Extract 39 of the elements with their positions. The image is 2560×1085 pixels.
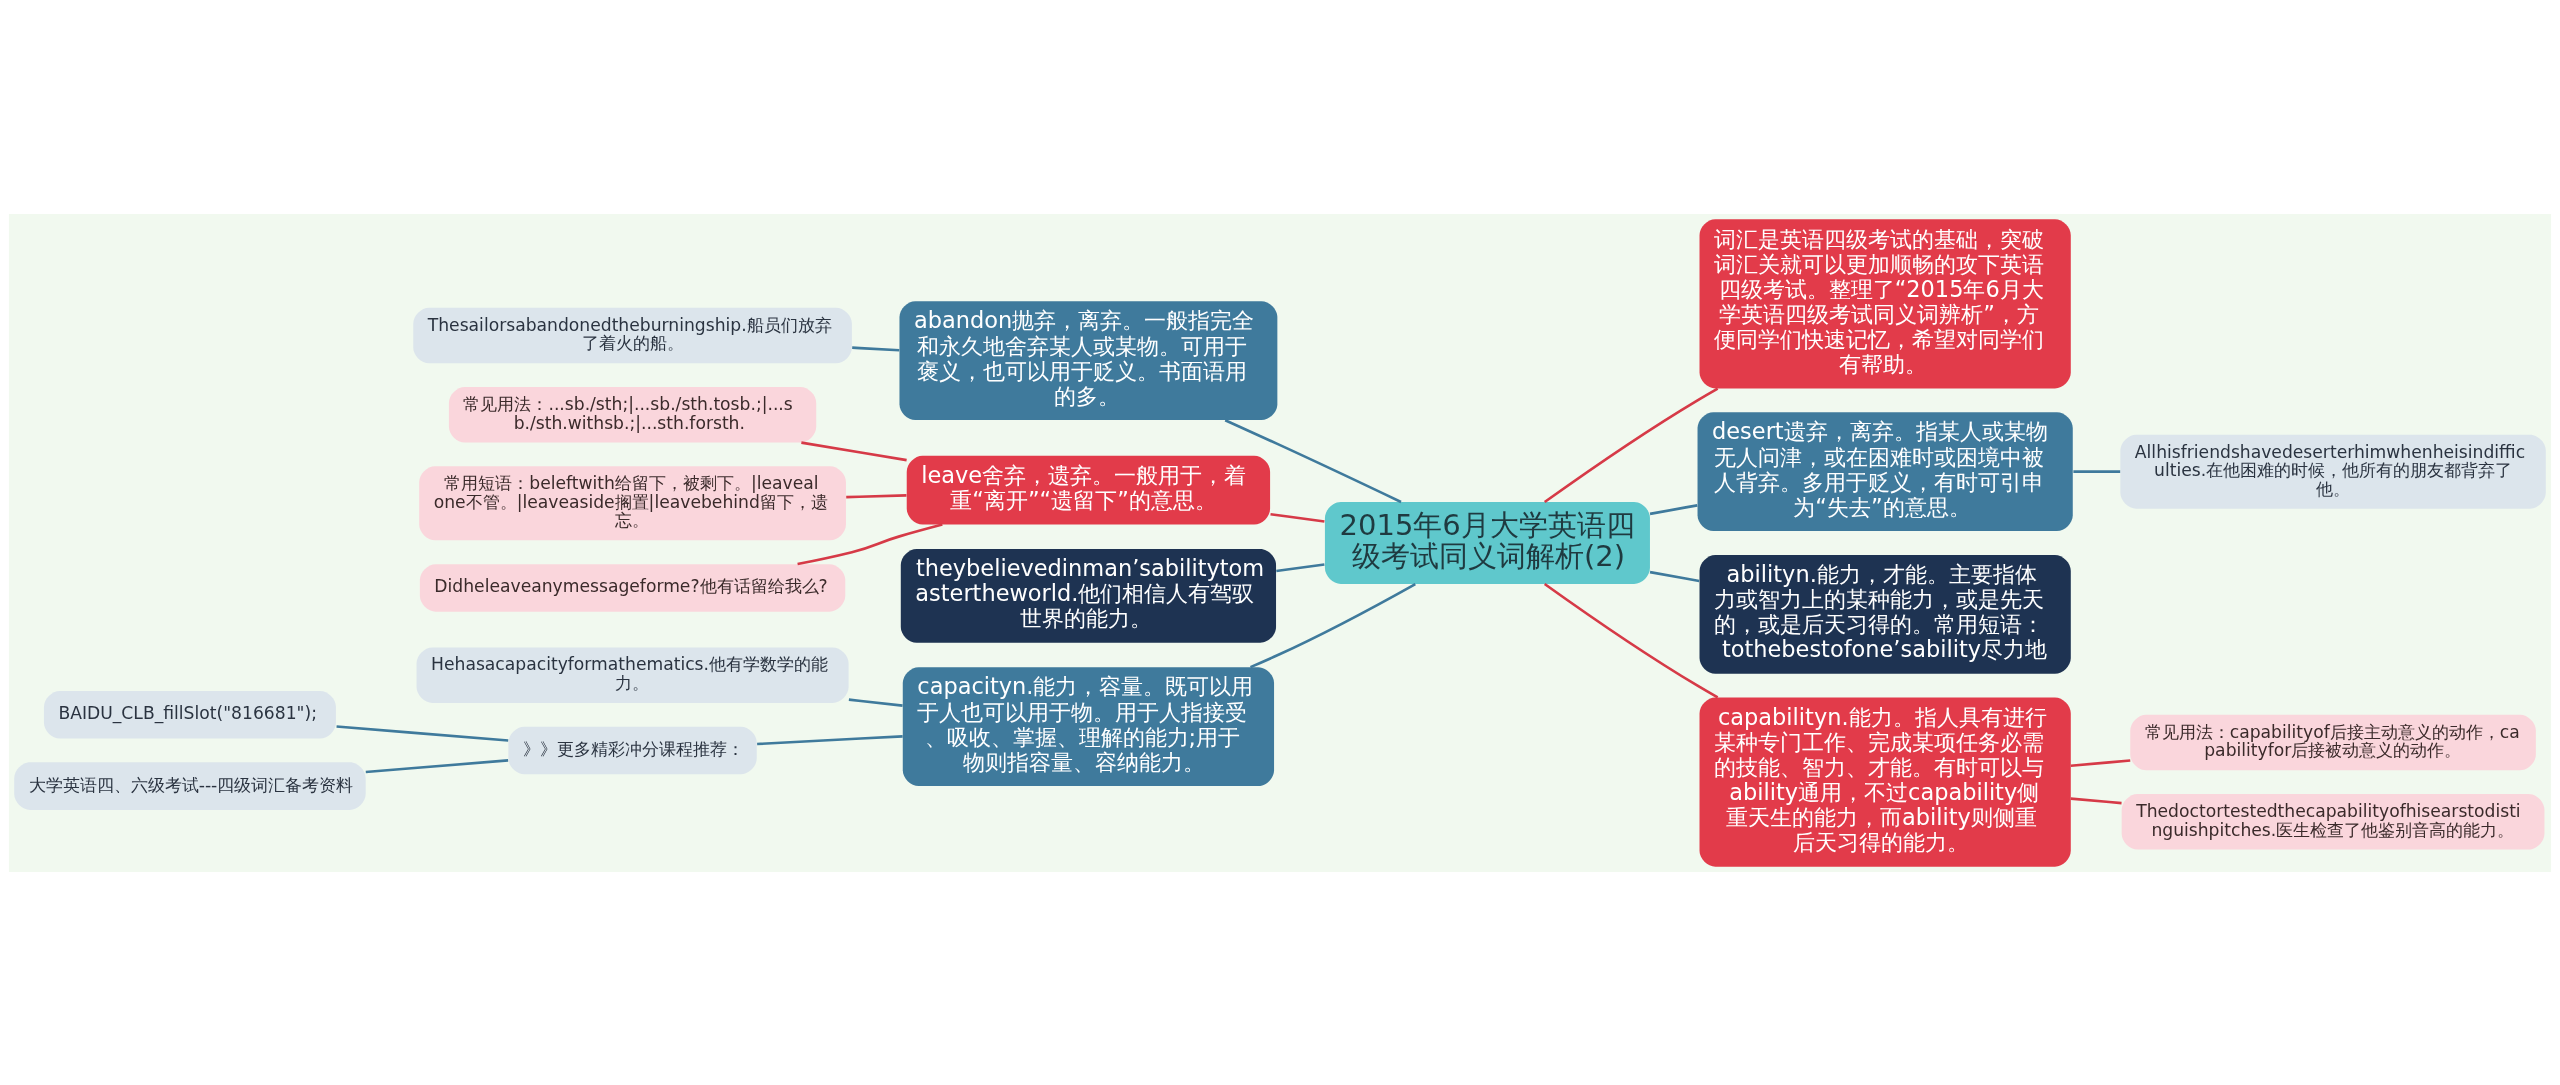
- node-box: 》》更多精彩冲分课程推荐：: [508, 726, 757, 774]
- node-box: Thesailorsabandonedtheburningship.船员们放弃了着火的船。: [413, 307, 852, 363]
- node-box: theybelievedinman’sabilitytomastertheworld.他们相信人有驾驭世界的能力。: [900, 548, 1277, 643]
- connector: [1270, 512, 1325, 523]
- node-box: capabilityn.能力。指人具有进行某种专门工作、完成某项任务必需的技能、智力、才能。有时可以与ability通用，不过capability侧重天生的能力，而ability则侧重后天习得的能力。: [1699, 697, 2071, 867]
- node-box: Thedoctortestedthecapabilityofhisearstodistinguishpitches.医生检查了他鉴别音高的能力。: [2121, 793, 2545, 850]
- connector: [852, 345, 900, 352]
- node-box: abilityn.能力，才能。主要指体力或智力上的某种能力，或是先天的，或是后天习得的。常用短语：tothebestofone’sability尽力地: [1699, 554, 2071, 674]
- node-box: Didheleaveanymessageforme?他有话留给我么?: [419, 563, 846, 612]
- node-box: 常用短语：beleftwith给留下，被剩下。|leavealone不管。|leaveaside搁置|leavebehind留下，遗忘。: [419, 465, 846, 540]
- connector: [336, 724, 509, 742]
- connector: [1224, 418, 1402, 503]
- node-box: abandon抛弃，离弃。一般指完全和永久地舍弃某人或某物。可用于褒义，也可以用于贬义。书面语用的多。: [899, 300, 1278, 420]
- node-box: 词汇是英语四级考试的基础，突破词汇关就可以更加顺畅的攻下英语四级考试。整理了“2015年6月大学英语四级考试同义词辨析”，方便同学们快速记忆，希望对同学们有帮助。: [1699, 218, 2071, 388]
- connector: [848, 697, 903, 707]
- connector: [797, 522, 943, 565]
- connector: [2070, 796, 2122, 804]
- node-box: leave舍弃，遗弃。一般用于，着重“离开”“遗留下”的意思。: [906, 455, 1271, 524]
- node-box: desert遗弃，离弃。指某人或某物无人问津，或在困难时或困境中被人背弃。多用于贬义，有时可引申为“失去”的意思。: [1697, 411, 2073, 531]
- connector: [1649, 503, 1698, 515]
- connector: [2073, 469, 2121, 473]
- node-box: 常见用法：capabilityof后接主动意义的动作，capabilityfor后接被动意义的动作。: [2130, 714, 2536, 770]
- node-box: 大学英语四、六级考试---四级词汇备考资料: [14, 761, 366, 810]
- connector: [2070, 758, 2131, 767]
- connector: [1649, 570, 1700, 582]
- connector: [1250, 582, 1416, 668]
- connector: [801, 440, 907, 461]
- connector: [1276, 562, 1325, 572]
- node-box: capacityn.能力，容量。既可以用于人也可以用于物。用于人指接受、吸收、掌握、理解的能力;用于物则指容量、容纳能力。: [902, 666, 1275, 786]
- node-box: Allhisfriendshavedeserterhimwhenheisindifficulties.在他困难的时候，他所有的朋友都背弃了他。: [2120, 434, 2546, 509]
- connector: [1543, 582, 1719, 699]
- connector: [846, 493, 907, 498]
- node-box: 2015年6月大学英语四级考试同义词解析(2): [1324, 501, 1650, 584]
- node-box: 常见用法：...sb./sth;|...sb./sth.tosb.;|...sb./sth.withsb.;|...sth.forsth.: [448, 386, 817, 443]
- node-box: Hehasacapacityformathematics.他有学数学的能力。: [416, 646, 849, 703]
- connector: [757, 734, 903, 745]
- connector: [365, 758, 509, 773]
- node-box: BAIDU_CLB_fillSlot("816681");: [43, 690, 336, 739]
- connector: [1543, 386, 1719, 503]
